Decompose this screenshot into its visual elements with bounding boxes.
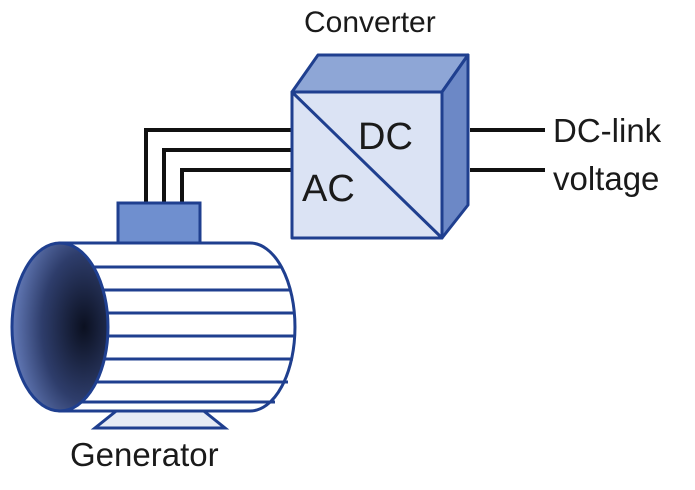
generator-end-cap bbox=[10, 241, 110, 413]
converter-divider bbox=[290, 90, 444, 240]
ac-label: AC bbox=[302, 168, 355, 210]
generator-label: Generator bbox=[70, 436, 219, 473]
generator-terminal-box bbox=[116, 201, 202, 245]
generator-body bbox=[58, 241, 297, 413]
generator-fins bbox=[80, 265, 295, 404]
ac-wire-2 bbox=[162, 148, 292, 203]
generator-icon bbox=[10, 201, 297, 430]
ac-wire-1 bbox=[144, 128, 292, 203]
converter-top-face bbox=[290, 53, 470, 94]
ac-wire-3 bbox=[180, 168, 292, 203]
converter-box-icon bbox=[290, 53, 470, 240]
voltage-label: voltage bbox=[553, 160, 660, 197]
dc-wires bbox=[470, 128, 545, 172]
dc-link-label: DC-link bbox=[553, 112, 662, 149]
dc-label: DC bbox=[358, 116, 413, 158]
converter-label: Converter bbox=[304, 6, 436, 39]
ac-wires bbox=[144, 128, 292, 203]
